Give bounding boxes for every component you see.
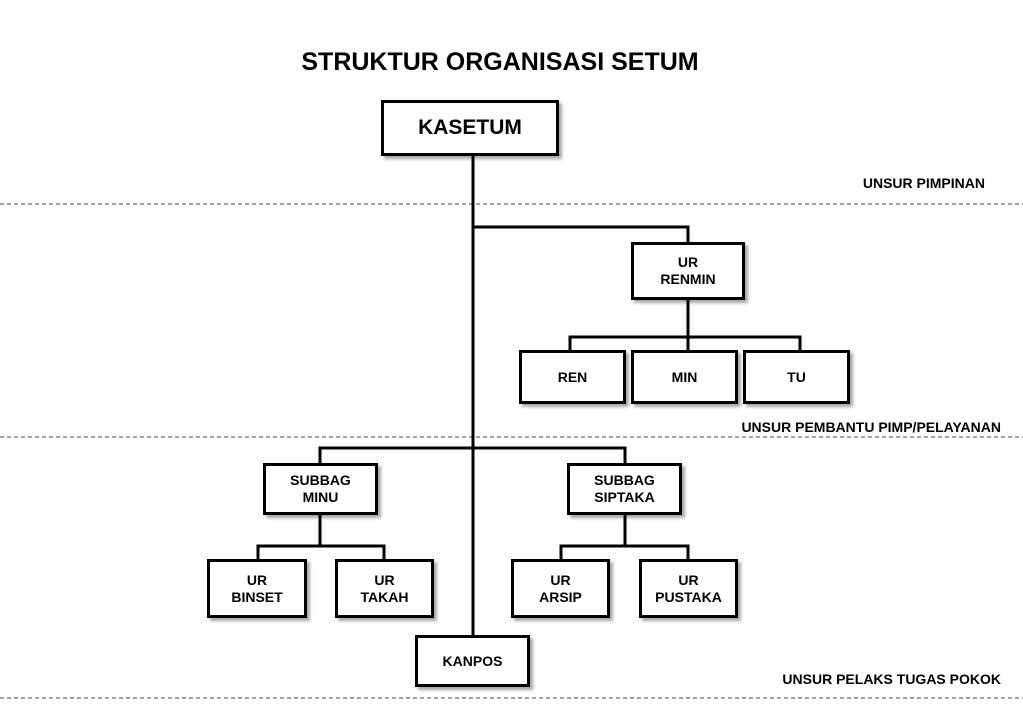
zone-label-pelaks: UNSUR PELAKS TUGAS POKOK <box>782 671 1001 687</box>
node-ren-label: REN <box>557 368 588 385</box>
node-ur-arsip: UR ARSIP <box>511 559 610 618</box>
node-min-label: MIN <box>671 368 698 385</box>
node-ur-renmin: UR RENMIN <box>631 242 745 300</box>
node-ur-takah-label: UR TAKAH <box>360 571 409 605</box>
connector-minu-children <box>256 544 386 559</box>
node-tu: TU <box>743 350 850 404</box>
node-kasetum-label: KASETUM <box>418 116 522 139</box>
node-subbag-siptaka-label: SUBBAG SIPTAKA <box>594 472 655 505</box>
connectors <box>256 155 802 635</box>
node-ur-pustaka: UR PUSTAKA <box>639 559 738 618</box>
node-subbag-minu: SUBBAG MINU <box>263 463 378 515</box>
node-ur-binset-label: UR BINSET <box>231 571 283 605</box>
node-ur-binset: UR BINSET <box>207 559 307 618</box>
node-ur-takah: UR TAKAH <box>335 559 434 618</box>
node-min: MIN <box>631 350 738 404</box>
node-kanpos: KANPOS <box>415 635 530 687</box>
zone-label-pimpinan: UNSUR PIMPINAN <box>862 175 985 191</box>
node-tu-label: TU <box>787 368 806 385</box>
node-ur-renmin-label: UR RENMIN <box>660 254 716 287</box>
node-ur-pustaka-label: UR PUSTAKA <box>655 571 722 605</box>
node-ur-arsip-label: UR ARSIP <box>539 571 582 605</box>
node-kasetum: KASETUM <box>381 100 559 156</box>
connector-renmin-children <box>568 335 802 350</box>
connector-subbag <box>318 446 627 463</box>
connector-siptaka-children <box>559 544 690 559</box>
node-kanpos-label: KANPOS <box>442 652 503 669</box>
node-subbag-siptaka: SUBBAG SIPTAKA <box>567 463 682 515</box>
node-ren: REN <box>519 350 626 404</box>
zone-label-pembantu: UNSUR PEMBANTU PIMP/PELAYANAN <box>741 419 1001 435</box>
page-title: STRUKTUR ORGANISASI SETUM <box>301 48 699 76</box>
node-subbag-minu-label: SUBBAG MINU <box>290 472 351 505</box>
connector-renmin <box>473 225 690 242</box>
